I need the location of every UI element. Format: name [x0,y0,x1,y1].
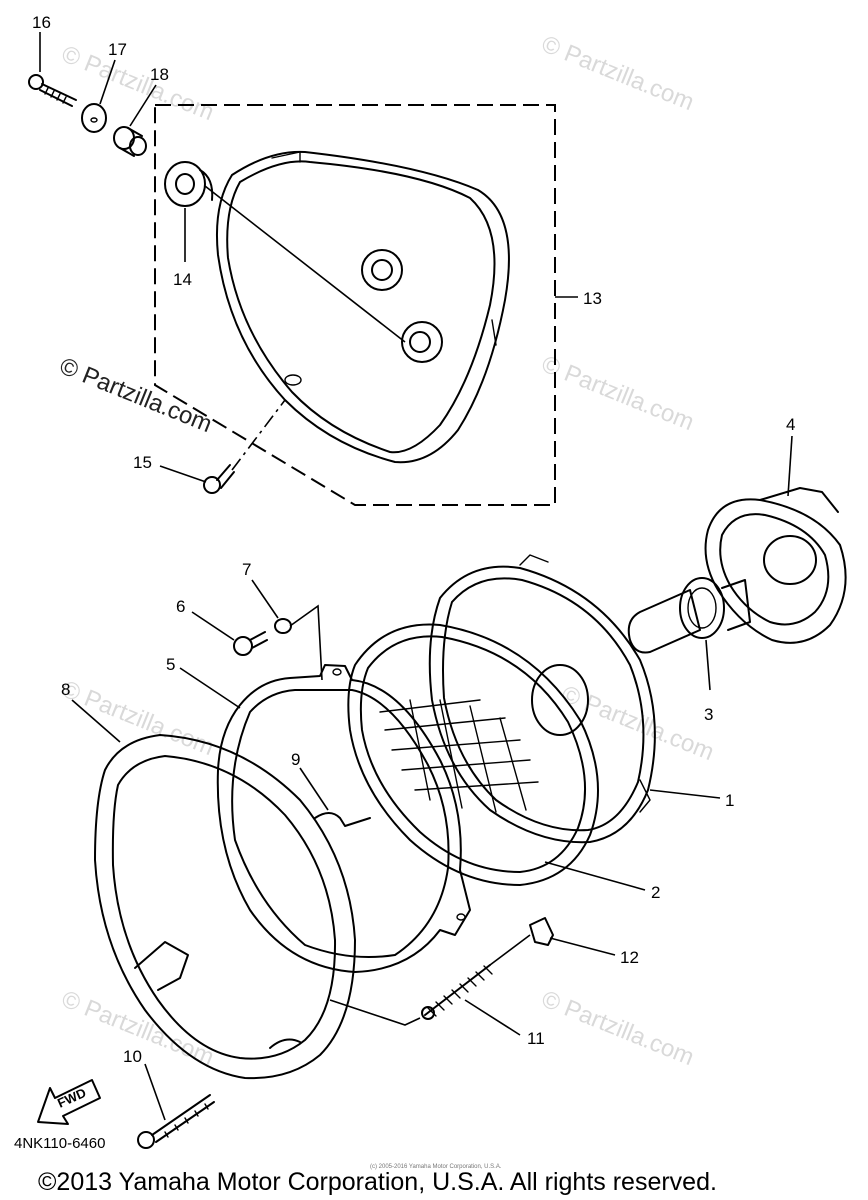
headlight-housing-icon [215,150,510,464]
screw-6-icon [233,631,268,656]
callout-17: 17 [108,40,127,59]
screw-axis-line [231,399,286,471]
watermark: © Partzilla.com [538,31,698,117]
washer-17-icon [81,103,107,133]
assembly-boundary [154,104,556,506]
nut-12-icon [529,917,554,946]
watermark: © Partzilla.com [58,676,218,762]
callout-6: 6 [176,597,185,616]
spring-leader [329,999,421,1026]
callout-14: 14 [173,270,192,289]
grommet-14-icon [164,161,214,207]
watermark: © Partzilla.com [538,351,698,437]
tiny-notice: (c) 2005-2016 Yamaha Motor Corporation, … [370,1164,502,1170]
nut-leader [489,934,531,966]
screw-15-icon [203,464,235,494]
lens-2-icon [347,623,599,886]
callout-15: 15 [133,453,152,472]
callout-7: 7 [242,560,251,579]
callout-3: 3 [704,705,713,724]
washer-17-hole [90,117,98,123]
diagram-code: 4NK110-6460 [14,1135,105,1152]
callout-2: 2 [651,883,660,902]
copyright-text: ©2013 Yamaha Motor Corporation, U.S.A. A… [38,1168,717,1196]
housing-group [28,74,556,506]
bolt-16-icon [28,74,77,107]
assembly-line [204,185,406,343]
fwd-arrow-icon: FWD [37,1079,101,1125]
reflector-1-icon [428,554,656,844]
socket-cover-4-icon [704,487,847,644]
outer-rim-8-icon [94,734,356,1080]
mounting-rim-5-icon [216,664,471,973]
callout-11: 11 [527,1029,545,1048]
callout-12: 12 [620,948,639,967]
callout-10: 10 [123,1047,142,1066]
callout-8: 8 [61,680,70,699]
callout-16: 16 [32,13,51,32]
callout-labels: 16 17 18 14 13 15 4 7 6 5 8 9 3 1 2 12 1… [32,13,795,1066]
bracket-9-icon [314,812,371,827]
washer-7-icon [274,618,292,634]
lamp-unit-group [94,487,847,1149]
callout-leaders [39,32,793,1121]
washer-7-leader [289,604,323,681]
callout-18: 18 [150,65,169,84]
callout-5: 5 [166,655,175,674]
watermark: © Partzilla.com [538,986,698,1072]
bulb-3-icon [627,577,751,654]
bolt-10-icon [137,1094,215,1149]
spring-11-icon [421,964,493,1020]
watermark-main: © Partzilla.com [56,353,216,439]
callout-13: 13 [583,289,602,308]
collar-18-icon [113,126,147,157]
callout-4: 4 [786,415,795,434]
callout-9: 9 [291,750,300,769]
callout-1: 1 [725,791,734,810]
